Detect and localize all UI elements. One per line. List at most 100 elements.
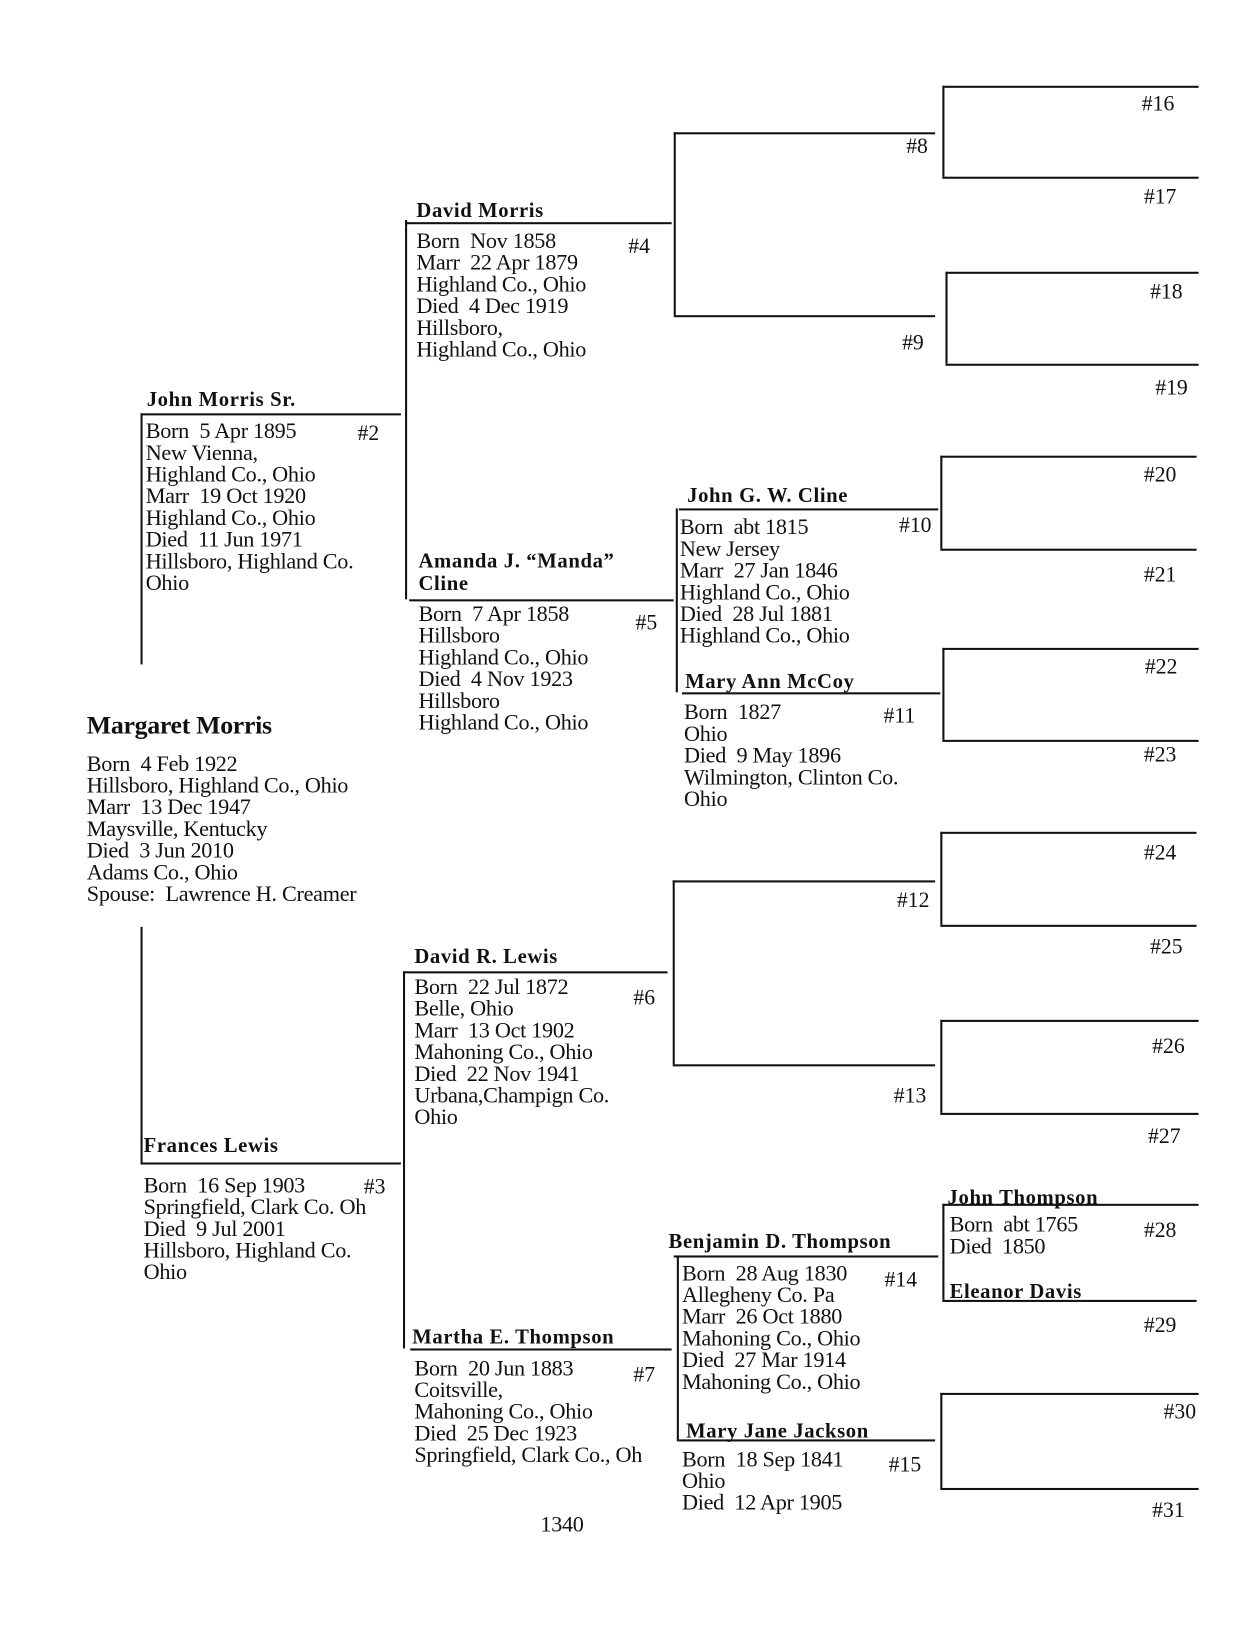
detail-line: Maysville, Kentucky [86, 816, 268, 842]
detail-line: Highland Co., Ohio [416, 271, 587, 297]
pedigree-line [405, 220, 408, 600]
person-name-john-g-w-cline: John G. W. Cline [687, 484, 849, 508]
detail-line: Coitsville, [414, 1377, 503, 1403]
pedigree-line [678, 1439, 936, 1442]
detail-line: Born 7 Apr 1858 [418, 601, 570, 627]
pedigree-line [940, 831, 1197, 834]
detail-line: Marr 26 Oct 1880 [681, 1304, 843, 1329]
detail-line: Highland Co., Ohio [418, 644, 589, 670]
detail-line: Allegheny Co. Pa [681, 1282, 835, 1308]
person-name-mary-ann-mccoy: Mary Ann McCoy [685, 670, 855, 694]
pedigree-line [940, 1392, 1199, 1395]
pedigree-line [681, 692, 941, 695]
pedigree-line [945, 363, 1199, 366]
pedigree-line [940, 924, 1197, 927]
detail-line: Highland Co., Ohio [145, 505, 316, 531]
detail-line: Highland Co., Ohio [679, 623, 850, 648]
detail-line: Born 22 Jul 1872 [414, 974, 569, 1000]
detail-line: New Vienna, [145, 440, 258, 465]
ahnentafel-number-empty: #9 [902, 329, 924, 355]
detail-line: Mahoning Co., Ohio [681, 1325, 861, 1351]
ahnentafel-number-empty: #21 [1143, 562, 1177, 587]
ahnentafel-number: #7 [633, 1361, 656, 1387]
detail-line: Born 18 Sep 1841 [681, 1446, 844, 1472]
pedigree-line [673, 132, 676, 316]
detail-line: Born 5 Apr 1895 [145, 418, 297, 444]
pedigree-line [672, 880, 936, 883]
person-name-david-r-lewis: David R. Lewis [414, 945, 558, 969]
pedigree-line [676, 1255, 679, 1442]
detail-line: Died 4 Nov 1923 [418, 666, 573, 692]
detail-line: Highland Co., Ohio [418, 709, 589, 735]
ahnentafel-number-empty: #16 [1141, 90, 1175, 116]
ahnentafel-number: #10 [898, 512, 932, 538]
pedigree-line [673, 132, 936, 135]
detail-line: Died 27 Mar 1914 [681, 1347, 846, 1373]
detail-line: Springfield, Clark Co. Oh [143, 1194, 367, 1220]
ahnentafel-number: #5 [635, 609, 658, 635]
person-name-amanda-cline: Amanda J. “Manda” Cline [418, 549, 615, 596]
ahnentafel-number-empty: #20 [1143, 461, 1177, 487]
pedigree-line [940, 1112, 1199, 1115]
detail-line: Urbana,Champign Co. [414, 1082, 610, 1108]
ahnentafel-number-empty: #23 [1143, 741, 1177, 767]
person-name-john-morris-sr: John Morris Sr. [146, 388, 296, 412]
ahnentafel-number: #14 [884, 1266, 918, 1292]
detail-line: Highland Co., Ohio [679, 579, 850, 605]
detail-line: Died 28 Jul 1881 [679, 601, 833, 627]
pedigree-line [405, 222, 672, 225]
detail-line: Ohio [143, 1259, 188, 1285]
pedigree-line [940, 548, 1197, 551]
pedigree-line [672, 1064, 936, 1067]
pedigree-line [942, 739, 1199, 742]
ahnentafel-number-empty: #25 [1150, 934, 1183, 959]
detail-line: Ohio [684, 786, 728, 812]
pedigree-line [673, 315, 936, 318]
ahnentafel-number: #15 [888, 1451, 922, 1477]
pedigree-line [940, 455, 1197, 458]
detail-line: Died 9 May 1896 [684, 742, 841, 768]
detail-line: Died 22 Nov 1941 [414, 1061, 580, 1086]
person-name-john-thompson: John Thompson [947, 1186, 1099, 1209]
detail-line: Wilmington, Clinton Co. [684, 764, 899, 790]
person-name-david-morris: David Morris [416, 199, 544, 223]
ahnentafel-number-empty: #22 [1144, 654, 1178, 679]
pedigree-line [140, 413, 143, 665]
detail-line: Born 20 Jun 1883 [414, 1355, 574, 1381]
detail-line: Marr 13 Dec 1947 [86, 794, 251, 820]
detail-line: Died 11 Jun 1971 [145, 526, 303, 552]
pedigree-line [942, 647, 1199, 650]
pedigree-line [402, 971, 668, 974]
pedigree-line [942, 176, 1199, 179]
pedigree-line [140, 413, 401, 416]
detail-line: Hillsboro, Highland Co., Ohio [86, 772, 349, 798]
detail-line: Highland Co., Ohio [416, 336, 587, 362]
ahnentafel-number: #29 [1143, 1312, 1177, 1338]
detail-line: Spouse: Lawrence H. Creamer [86, 881, 357, 907]
ahnentafel-number: #28 [1143, 1217, 1177, 1243]
detail-line: Hillsboro, Highland Co. [145, 548, 354, 574]
pedigree-line [940, 1392, 943, 1488]
pedigree-line [940, 1019, 943, 1113]
ahnentafel-number: #11 [883, 702, 916, 728]
ahnentafel-number-empty: #26 [1152, 1033, 1185, 1059]
ahnentafel-number-empty: #8 [906, 133, 928, 159]
ahnentafel-number-empty: #31 [1152, 1497, 1185, 1523]
pedigree-line [402, 971, 406, 1349]
ahnentafel-number: #4 [628, 233, 650, 259]
detail-line: Hillsboro [418, 688, 500, 713]
detail-line: Born Nov 1858 [416, 228, 556, 254]
person-name-benjamin-thompson: Benjamin D. Thompson [668, 1230, 892, 1254]
ahnentafel-number-empty: #27 [1147, 1123, 1181, 1148]
pedigree-line [672, 880, 675, 1065]
detail-line: Died 3 Jun 2010 [86, 838, 234, 863]
ahnentafel-number: #6 [633, 984, 656, 1010]
pedigree-line [942, 1299, 1197, 1302]
detail-line: Died 9 Jul 2001 [143, 1216, 286, 1241]
